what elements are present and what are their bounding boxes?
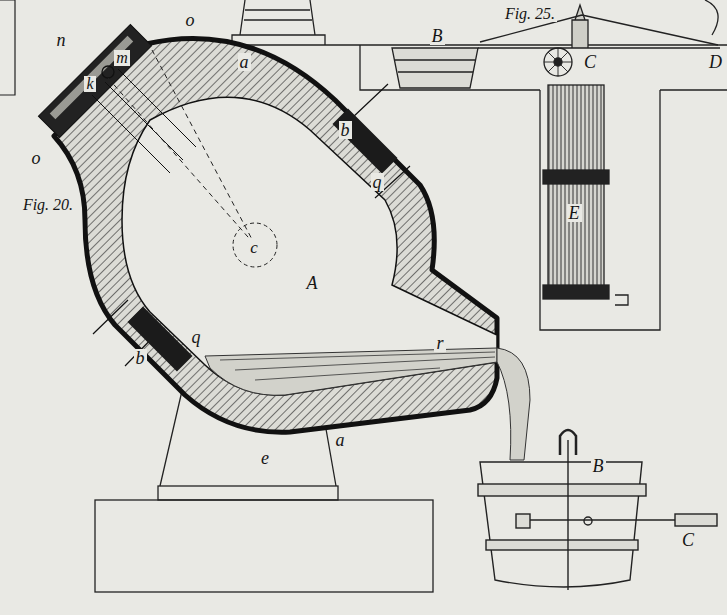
ladle-band <box>478 484 646 496</box>
frame-edge <box>0 0 15 95</box>
part-letter: E <box>567 204 582 223</box>
part-letter: a <box>334 431 347 450</box>
part-letter: C <box>582 53 598 72</box>
converter-cavity <box>122 97 497 395</box>
part-letter: n <box>55 31 68 50</box>
partial-vessel <box>232 0 325 45</box>
part-letter: q <box>190 328 203 347</box>
part-letter: C <box>680 531 696 550</box>
wheel-spokes <box>544 48 572 76</box>
crane-post <box>572 5 588 48</box>
column-flange <box>543 170 609 184</box>
column-flange <box>543 285 609 299</box>
part-letter: a <box>238 53 251 72</box>
part-letter: o <box>30 149 43 168</box>
part-letter: o <box>184 11 197 30</box>
lever-joint <box>584 517 592 525</box>
trunnion-band <box>127 306 192 371</box>
tuyere-box <box>38 24 151 137</box>
part-letter: q <box>371 173 384 192</box>
pit-outline <box>360 45 540 90</box>
metal-lines <box>220 352 495 380</box>
trunnion-outline <box>233 223 277 267</box>
lever-handle <box>675 514 717 526</box>
axis-line <box>108 50 255 245</box>
gear-wheel <box>544 48 572 76</box>
part-letter: b <box>339 121 352 140</box>
figure-number: Fig. 20. <box>21 197 75 214</box>
ladle-band <box>486 540 638 550</box>
ladle-body <box>480 462 642 587</box>
partial-outline <box>705 0 718 35</box>
tuyere-pipes <box>92 69 196 173</box>
part-letter: r <box>434 334 445 353</box>
converter <box>38 24 530 460</box>
floor-line <box>200 44 727 45</box>
part-letter: k <box>84 76 95 93</box>
metal-stream <box>497 348 530 460</box>
part-letter: A <box>305 274 320 293</box>
lever-pivot <box>516 514 530 528</box>
converter-shell <box>54 38 497 432</box>
part-letter: c <box>248 239 260 257</box>
part-letter: B <box>591 457 606 476</box>
hydraulic-column <box>548 85 604 297</box>
part-letter: b <box>134 349 147 368</box>
pipe-end <box>102 66 114 78</box>
foundation <box>95 500 433 592</box>
casting-ladle <box>478 430 717 590</box>
molten-metal <box>205 348 497 395</box>
pedestal <box>158 486 338 500</box>
trunnion-band <box>332 108 397 173</box>
part-letter: D <box>707 53 724 72</box>
stopper-rod <box>567 440 568 590</box>
part-letter: e <box>259 449 271 468</box>
part-letter: B <box>430 27 445 46</box>
stopper-hook <box>560 430 576 455</box>
ladle <box>392 48 478 88</box>
part-letter: m <box>114 50 130 67</box>
figure-number: Fig. 25. <box>503 6 557 23</box>
pipe <box>615 295 628 305</box>
